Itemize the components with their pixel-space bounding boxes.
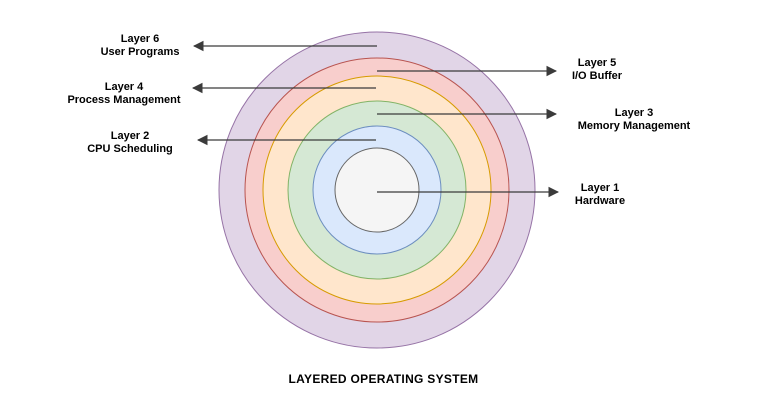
layer-1-label-subtitle: Hardware <box>574 195 626 207</box>
layer-4-label-title: Layer 4 <box>104 81 144 93</box>
layer-5-label: Layer 5 I/O Buffer <box>537 57 657 83</box>
layer-3-label: Layer 3 Memory Management <box>554 107 714 133</box>
layer-2-label-subtitle: CPU Scheduling <box>87 143 173 155</box>
layer-4-label-subtitle: Process Management <box>67 94 181 106</box>
layer-5-label-subtitle: I/O Buffer <box>571 70 623 82</box>
layer-1-circle <box>334 147 420 233</box>
layer-6-label-title: Layer 6 <box>120 33 160 45</box>
layer-3-label-title: Layer 3 <box>614 107 654 119</box>
layer-6-label: Layer 6 User Programs <box>65 33 215 59</box>
layer-4-label: Layer 4 Process Management <box>44 81 204 107</box>
layer-6-label-subtitle: User Programs <box>100 46 180 58</box>
layer-2-label: Layer 2 CPU Scheduling <box>55 130 205 156</box>
diagram-title: LAYERED OPERATING SYSTEM <box>288 372 479 386</box>
layer-1-label: Layer 1 Hardware <box>540 182 660 208</box>
layer-2-label-title: Layer 2 <box>110 130 150 142</box>
layer-1-label-title: Layer 1 <box>580 182 620 194</box>
layer-5-label-title: Layer 5 <box>577 57 617 69</box>
layer-3-label-subtitle: Memory Management <box>577 120 691 132</box>
